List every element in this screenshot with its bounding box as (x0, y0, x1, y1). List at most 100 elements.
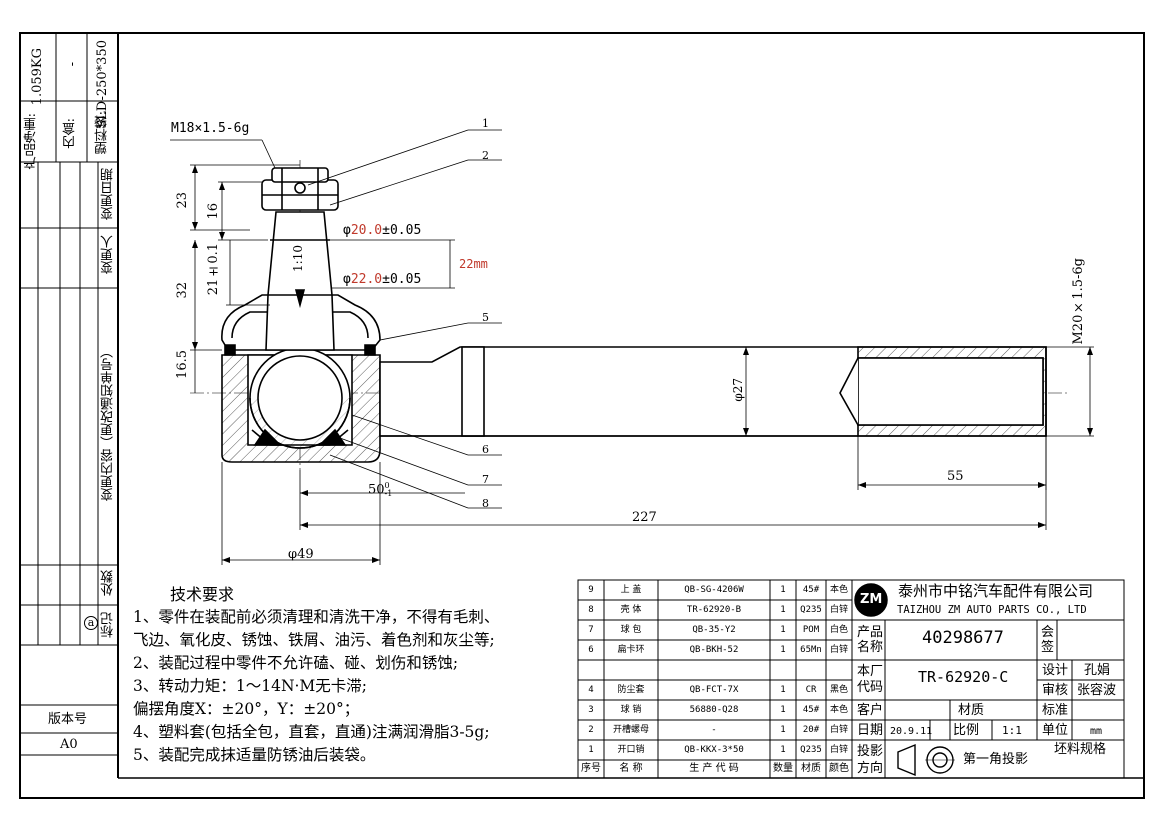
bom-cell-mat: Q235 (800, 605, 822, 615)
bom-cell-qty: 1 (780, 585, 786, 595)
bom-cell-mat: Q235 (800, 745, 822, 755)
bom-cell-name: 壳 体 (620, 605, 642, 615)
customer-label: 客户 (857, 703, 884, 718)
factory-label: 本厂代码 (857, 664, 884, 695)
company-name-cn: 泰州市中铭汽车配件有限公司 (898, 582, 1094, 600)
bom-cell-no: 6 (588, 645, 594, 655)
dim-50-tol-top: 0 (384, 481, 390, 490)
dia22-prefix: φ (343, 272, 351, 287)
dim-55: 55 (947, 469, 964, 484)
bom-cell-qty: 1 (780, 625, 786, 635)
bom-cell-mat: POM (802, 625, 820, 635)
requirement-line-7: 5、装配完成抹适量防锈油后装袋。 (133, 746, 376, 764)
bom-cell-code: 56880-Q28 (689, 705, 739, 715)
dim-21: 21±0.1 (206, 243, 221, 296)
ball-joint (249, 347, 351, 449)
bom-header-color: 颜色 (829, 763, 849, 774)
bom-cell-color: 白锌 (829, 645, 848, 655)
dim-phi49: φ49 (288, 547, 314, 562)
weight-label: 产品净重: (24, 113, 39, 170)
standard-label: 标准 (1042, 703, 1069, 718)
bom-cell-color: 白锌 (829, 745, 848, 755)
dim-16: 16 (206, 203, 221, 220)
thread-right-dim: M20×1.5-6g (1071, 258, 1086, 345)
dia22-dim: φ22.0±0.05 (343, 273, 421, 286)
bom-cell-code: QB-KKX-3*50 (684, 745, 744, 755)
bom-cell-no: 9 (588, 585, 594, 595)
callout-8: 8 (482, 497, 489, 510)
bom-cell-code: QB-SG-4206W (684, 585, 744, 595)
dia20-dim: φ20.0±0.05 (343, 224, 421, 237)
bom-cell-no: 7 (588, 625, 594, 635)
dia22-tol: ±0.05 (382, 272, 422, 287)
bom-cell-mat: CR (805, 685, 817, 695)
bom-cell-color: 白色 (829, 625, 848, 635)
bom-cell-name: 防尘套 (617, 685, 645, 695)
ball-stud (265, 211, 335, 351)
review-value: 张容波 (1077, 683, 1117, 698)
dimension-arrows (192, 165, 1093, 563)
bom-cell-code: - (711, 725, 717, 735)
bom-cell-mat: 20# (802, 725, 820, 735)
inner-box-label: 内盒: (63, 118, 78, 149)
dia20-value: 20.0 (350, 223, 383, 238)
requirement-line-1: 1、零件在装配前必须清理和清洗干净，不得有毛刺、 (133, 608, 500, 626)
date-value: 20.9.11 (890, 726, 933, 737)
bom-cell-color: 黑色 (829, 685, 848, 695)
bom-cell-color: 白锌 (829, 725, 848, 735)
dia22-value: 22.0 (350, 272, 383, 287)
logo-text: ZM (860, 592, 883, 607)
bom-cell-qty: 1 (780, 645, 786, 655)
version-value: A0 (60, 737, 78, 752)
bom-cell-name: 球 包 (620, 625, 642, 635)
outer-frame (19, 32, 1145, 799)
mark-symbol: a (84, 616, 98, 630)
bom-grid (577, 579, 1125, 779)
bom-cell-name: 扁卡环 (617, 645, 645, 655)
bom-cell-mat: 45# (802, 585, 820, 595)
projection-text: 第一角投影 (963, 752, 1029, 767)
bom-cell-no: 8 (588, 605, 594, 615)
bom-header-name: 名 称 (619, 763, 643, 774)
company-name-en: TAIZHOU ZM AUTO PARTS CO., LTD (897, 604, 1087, 616)
bom-cell-no: 2 (588, 725, 594, 735)
unit-label: 单位 (1042, 723, 1069, 738)
bom-cell-qty: 1 (780, 725, 786, 735)
dim-227: 227 (632, 510, 657, 525)
callout-1: 1 (482, 117, 489, 130)
change-content-label: 变更内容（更改通知单号） (101, 345, 116, 501)
dim-50-tol-bot: -1 (384, 489, 393, 498)
callout-7: 7 (482, 473, 489, 486)
changer-label: 变更人 (101, 235, 116, 274)
bom-header-no: 序号 (581, 763, 601, 774)
bom-cell-mat: 65Mn (800, 645, 822, 655)
design-label: 设计 (1042, 663, 1069, 678)
requirement-line-6: 4、塑料套(包括全包，直套，直通)注满润滑脂3-5g; (133, 723, 490, 741)
dim-16-5: 16.5 (175, 350, 190, 379)
design-value: 孔娟 (1084, 663, 1111, 678)
scale-value: 1:1 (1002, 724, 1022, 737)
taper-dim: 1:10 (291, 245, 305, 272)
requirement-line-4: 3、转动力矩：1～14N·M无卡滞; (133, 677, 368, 695)
bom-cell-color: 本色 (829, 585, 848, 595)
change-date-label: 变更日期 (101, 168, 116, 220)
dim-50-value: 50 (368, 482, 385, 498)
callout-5: 5 (482, 311, 489, 324)
mark-label: 标记 (101, 612, 116, 638)
dia20-tol: ±0.05 (382, 223, 422, 238)
bom-cell-no: 1 (588, 745, 594, 755)
requirements-title: 技术要求 (170, 585, 235, 604)
callout-2: 2 (482, 149, 489, 162)
location-label: 处数 (101, 570, 116, 596)
blank-spec-label: 坯料规格 (1054, 742, 1107, 757)
factory-value: TR-62920-C (918, 668, 1009, 686)
callout-6: 6 (482, 443, 489, 456)
bom-cell-name: 球 销 (620, 705, 642, 715)
requirement-line-5: 偏摆角度X：±20°，Y：±20°； (133, 700, 360, 718)
dia20-prefix: φ (343, 223, 351, 238)
requirement-line-3: 2、装配过程中零件不允许磕、碰、划伤和锈蚀; (133, 654, 459, 672)
sign-label: 会签 (1041, 625, 1055, 655)
unit-value: mm (1090, 726, 1103, 737)
